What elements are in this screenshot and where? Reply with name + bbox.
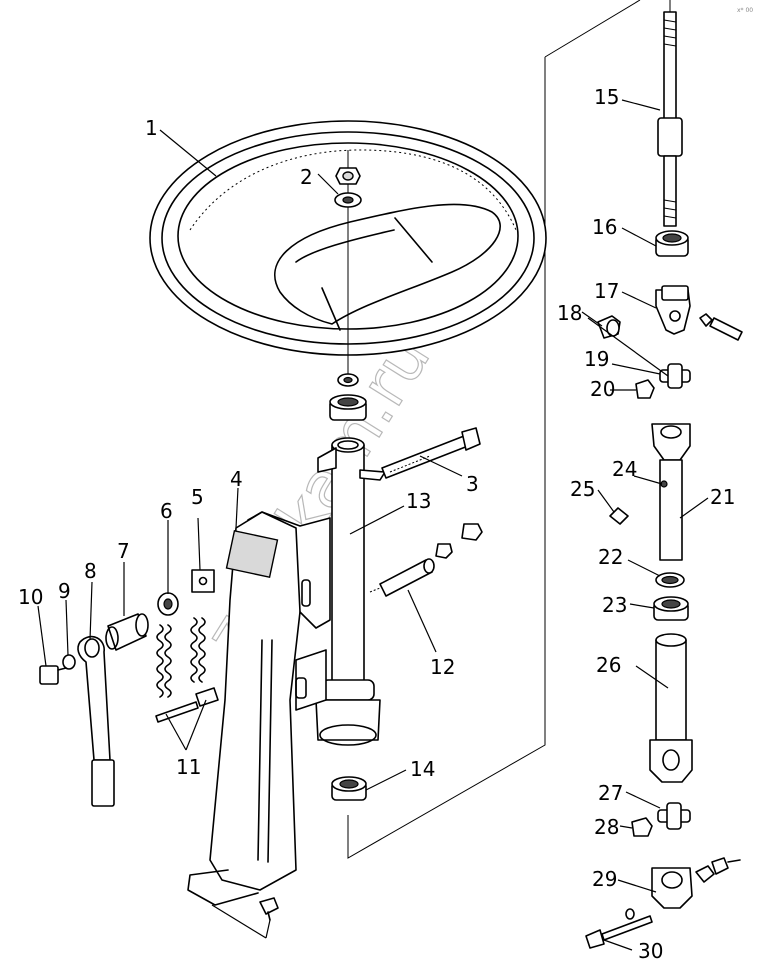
callout-30: 30 bbox=[638, 939, 663, 963]
corner-mark: x* 00 bbox=[737, 7, 753, 14]
bottom-bolt bbox=[259, 897, 279, 921]
callout-14: 14 bbox=[410, 757, 435, 781]
callout-25: 25 bbox=[570, 477, 595, 501]
callout-10: 10 bbox=[18, 585, 43, 609]
callout-13: 13 bbox=[406, 489, 431, 513]
assembly-frame-lines bbox=[347, 0, 641, 859]
springs-11 bbox=[155, 617, 219, 723]
callout-26: 26 bbox=[596, 653, 621, 677]
callout-numbers: 1 2 3 4 5 6 7 8 9 10 11 12 13 14 15 16 1… bbox=[18, 85, 735, 963]
callout-4: 4 bbox=[230, 467, 243, 491]
lower-bearing-14 bbox=[331, 776, 367, 801]
callout-2: 2 bbox=[300, 165, 313, 189]
callout-3: 3 bbox=[466, 472, 479, 496]
callout-27: 27 bbox=[598, 781, 623, 805]
bushing-7 bbox=[105, 613, 149, 651]
callout-17: 17 bbox=[594, 279, 619, 303]
bearing-16 bbox=[655, 230, 689, 257]
hub-nut bbox=[334, 167, 362, 208]
callout-22: 22 bbox=[598, 545, 623, 569]
callout-8: 8 bbox=[84, 559, 97, 583]
lever-8 bbox=[77, 635, 115, 807]
callout-11: 11 bbox=[176, 755, 201, 779]
bolt-30 bbox=[585, 908, 653, 949]
yoke-shaft-21 bbox=[651, 423, 691, 561]
callout-6: 6 bbox=[160, 499, 173, 523]
upper-bearing-set bbox=[329, 373, 367, 421]
ring-22 bbox=[655, 572, 685, 588]
spacer-12 bbox=[369, 523, 483, 597]
callout-20: 20 bbox=[590, 377, 615, 401]
cap-20 bbox=[635, 379, 655, 399]
mount-plate bbox=[191, 569, 215, 593]
callout-5: 5 bbox=[191, 485, 204, 509]
grease-fitting-25 bbox=[609, 507, 629, 525]
callout-15: 15 bbox=[594, 85, 619, 109]
callout-23: 23 bbox=[602, 593, 627, 617]
callout-9: 9 bbox=[58, 579, 71, 603]
column-bolt bbox=[381, 427, 481, 479]
washer-6 bbox=[157, 592, 179, 616]
bearing-23 bbox=[653, 596, 689, 621]
callout-21: 21 bbox=[710, 485, 735, 509]
bolt-10 bbox=[39, 665, 67, 685]
callout-16: 16 bbox=[592, 215, 617, 239]
washer-9 bbox=[62, 654, 76, 670]
steering-column-tube bbox=[315, 437, 386, 746]
callout-7: 7 bbox=[117, 539, 130, 563]
callout-24: 24 bbox=[612, 457, 637, 481]
callout-28: 28 bbox=[594, 815, 619, 839]
grease-fitting-18 bbox=[597, 315, 621, 339]
cross-joint-19 bbox=[659, 363, 691, 389]
callout-12: 12 bbox=[430, 655, 455, 679]
cap-28 bbox=[631, 817, 653, 837]
callout-29: 29 bbox=[592, 867, 617, 891]
yoke-29 bbox=[651, 857, 741, 909]
cross-joint-27 bbox=[657, 802, 691, 830]
leader-lines bbox=[37, 99, 709, 951]
callout-1: 1 bbox=[145, 116, 158, 140]
callout-19: 19 bbox=[584, 347, 609, 371]
sleeve-26 bbox=[649, 633, 693, 783]
shaft-15 bbox=[657, 0, 683, 227]
yoke-17 bbox=[655, 285, 743, 341]
callout-18: 18 bbox=[557, 301, 582, 325]
bracket-frame bbox=[187, 511, 331, 906]
